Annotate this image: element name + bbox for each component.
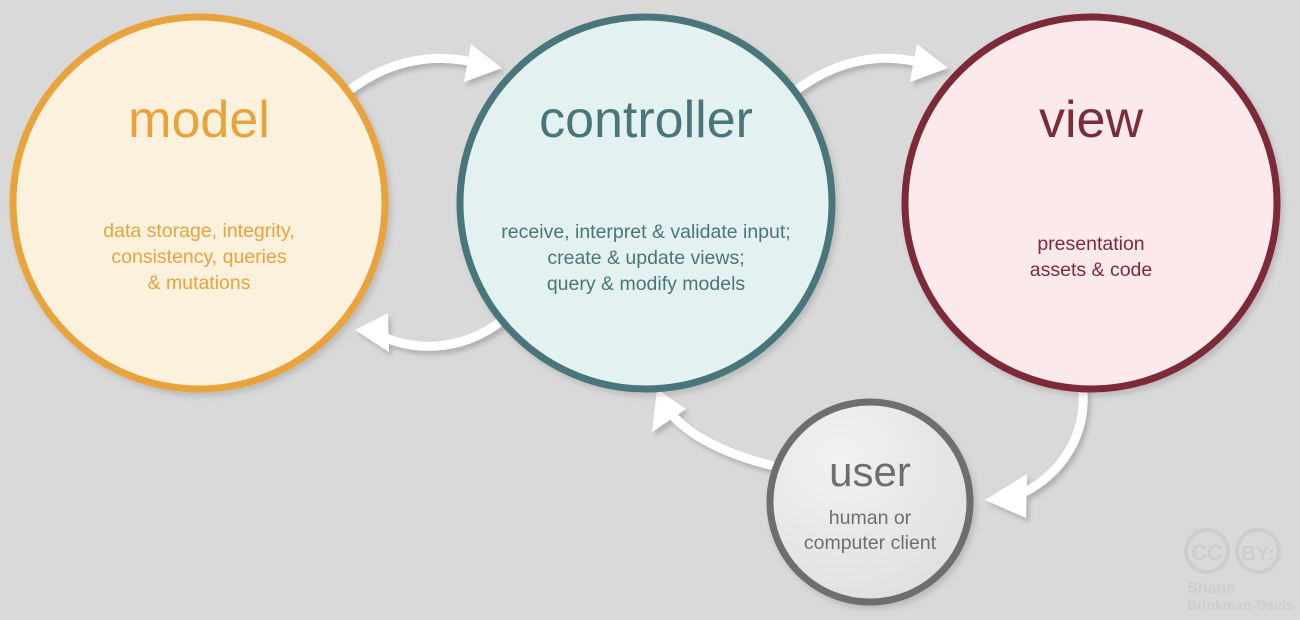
node-model[interactable]: model data storage, integrity, consisten… bbox=[9, 13, 389, 393]
controller-circle[interactable] bbox=[456, 13, 836, 393]
cc-icon: CC bbox=[1184, 528, 1230, 574]
model-desc-line-3: & mutations bbox=[148, 272, 251, 294]
user-desc-line-1: human or bbox=[829, 507, 912, 529]
arrow-group bbox=[341, 44, 1088, 518]
controller-title: controller bbox=[539, 91, 753, 149]
license-badge[interactable]: CC BY: Shane Brinkman-Davis bbox=[1184, 528, 1294, 613]
view-desc-line-1: presentation bbox=[1037, 233, 1144, 255]
view-desc-line-2: assets & code bbox=[1030, 259, 1152, 281]
node-view[interactable]: view presentation assets & code bbox=[901, 13, 1281, 393]
arrow-model-to-controller bbox=[341, 44, 502, 98]
user-circle[interactable] bbox=[766, 398, 974, 606]
view-title: view bbox=[1039, 91, 1143, 149]
user-title: user bbox=[829, 448, 911, 495]
by-icon-label: BY: bbox=[1242, 543, 1275, 565]
arrow-user-to-controller bbox=[652, 389, 779, 471]
model-title: model bbox=[128, 91, 270, 149]
model-desc-line-1: data storage, integrity, bbox=[103, 220, 295, 242]
cc-icon-label: CC bbox=[1191, 540, 1223, 565]
node-controller[interactable]: controller receive, interpret & validate… bbox=[456, 13, 836, 393]
arrow-view-to-user bbox=[985, 387, 1088, 518]
controller-desc-line-2: create & update views; bbox=[547, 247, 744, 269]
node-user[interactable]: user human or computer client bbox=[766, 398, 974, 606]
model-desc-line-2: consistency, queries bbox=[111, 246, 286, 268]
arrow-controller-to-model bbox=[355, 313, 505, 352]
arrow-controller-to-view bbox=[789, 44, 948, 97]
controller-desc-line-3: query & modify models bbox=[547, 273, 746, 295]
controller-desc-line-1: receive, interpret & validate input; bbox=[501, 221, 790, 243]
user-desc-line-2: computer client bbox=[804, 532, 937, 554]
by-icon: BY: bbox=[1235, 528, 1281, 574]
author-name-line-2: Brinkman-Davis bbox=[1187, 597, 1294, 613]
author-name-line-1: Shane bbox=[1187, 580, 1235, 597]
view-circle[interactable] bbox=[901, 13, 1281, 393]
model-circle[interactable] bbox=[9, 13, 389, 393]
